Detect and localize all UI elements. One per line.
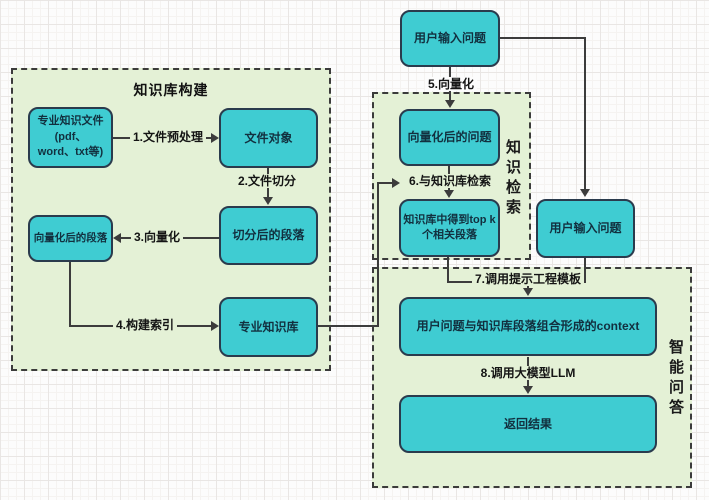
node-label-line: 个相关段落 [422,229,477,241]
arrowhead-icon-e5 [445,100,455,108]
connector-userq-right [500,37,586,39]
edge-label-call-llm: 8.调用大模型LLM [477,366,579,381]
node-return-result[interactable]: 返回结果 [399,395,657,453]
region-title-knowledge-retrieval: 知识检索 [504,139,521,219]
node-file-object[interactable]: 文件对象 [219,108,318,168]
node-label: 向量化后的段落 [33,232,108,245]
region-title-kb-construction: 知识库构建 [133,82,209,98]
node-user-question-right[interactable]: 用户输入问题 [536,199,635,258]
arrowhead-icon-e3 [113,233,121,243]
arrowhead-icon-e1 [211,133,219,143]
node-label-line: (pdf、 [54,130,87,143]
arrowhead-icon-e4 [211,321,219,331]
node-label: 切分后的段落 [232,228,305,243]
connector-kb-out [318,325,379,327]
edge-label-file-preprocess: 1.文件预处理 [129,130,207,145]
edge-label-kb-search: 6.与知识库检索 [405,174,495,189]
arrowhead-icon-context [523,288,533,296]
connector-topk-down [447,257,449,282]
connector-kb-up [377,182,379,327]
node-label: 向量化后的问题 [407,130,492,145]
edge-label-vectorize: 3.向量化 [130,230,184,245]
arrowhead-icon-e6 [444,190,454,198]
node-vectorized-question[interactable]: 向量化后的问题 [399,109,500,166]
node-label-line: 知识库中得到top k [403,213,496,226]
node-user-question-top[interactable]: 用户输入问题 [400,10,500,67]
node-label: 用户输入问题 [549,221,622,236]
node-vectorized-paragraphs[interactable]: 向量化后的段落 [28,215,113,262]
node-context-combined[interactable]: 用户问题与知识库段落组合形成的context [399,297,657,356]
connector-userq-down [584,37,586,190]
region-title-intelligent-qa: 智能问答 [667,339,684,419]
arrowhead-icon-kb-retrieval [392,178,400,188]
edge-label-build-index: 4.构建索引 [112,318,178,333]
arrowhead-icon-userq [580,189,590,197]
node-knowledge-base[interactable]: 专业知识库 [219,297,318,357]
node-label-line: 专业知识文件 [37,114,104,127]
node-split-paragraphs[interactable]: 切分后的段落 [219,206,318,265]
node-label: 用户问题与知识库段落组合形成的context [416,319,640,334]
edge-label-vectorize-question: 5.向量化 [424,77,478,92]
node-label: 专业知识库 [238,319,299,334]
node-topk-paragraphs[interactable]: 知识库中得到top k 个相关段落 [399,199,500,257]
node-label: 用户输入问题 [413,31,486,46]
arrowhead-icon-result [523,386,533,394]
connector-kb-into-retrieval [379,182,392,184]
edge-label-file-split: 2.文件切分 [234,174,300,189]
node-knowledge-files[interactable]: 专业知识文件 (pdf、 word、txt等) [28,107,113,168]
arrowhead-icon-e2 [263,197,273,205]
connector-userq2-down [584,258,586,282]
edge-label-prompt-template: 7.调用提示工程模板 [471,272,585,287]
node-label: 文件对象 [244,130,293,145]
connector-e4-down [69,262,71,327]
node-label: 返回结果 [503,416,552,431]
node-label-line: word、txt等) [37,146,104,159]
